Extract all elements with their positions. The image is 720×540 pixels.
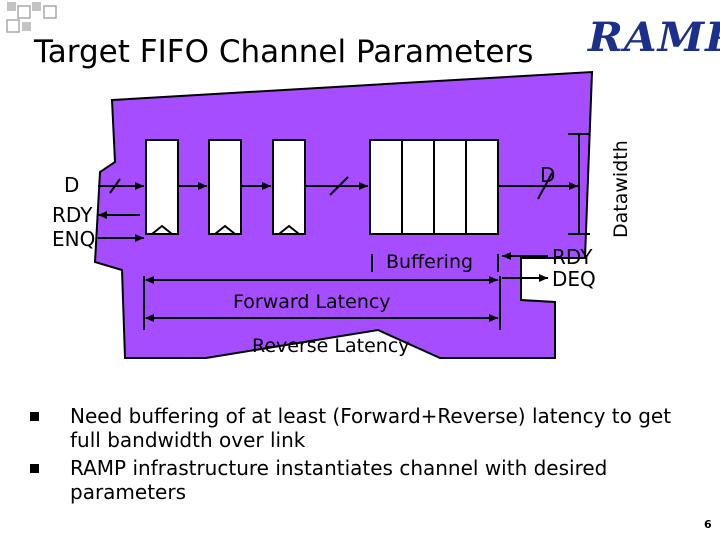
bus-slash bbox=[537, 172, 553, 200]
page-number: 6 bbox=[704, 518, 712, 531]
reverse-latency-label: Reverse Latency bbox=[252, 335, 410, 357]
decor-square bbox=[17, 5, 31, 19]
bus-slash bbox=[329, 176, 349, 196]
register-3 bbox=[272, 139, 306, 235]
right-deq-label: DEQ bbox=[552, 267, 596, 291]
decor-square bbox=[22, 22, 31, 31]
bullet-text: Need buffering of at least (Forward+Reve… bbox=[70, 404, 672, 452]
register-1 bbox=[145, 139, 179, 235]
decor-square bbox=[7, 2, 16, 11]
decor-square bbox=[43, 5, 57, 19]
bullet-text: RAMP infrastructure instantiates channel… bbox=[70, 456, 608, 504]
square-bullet-icon bbox=[30, 412, 39, 421]
slide-title: Target FIFO Channel Parameters bbox=[34, 34, 534, 70]
left-enq-label: ENQ bbox=[52, 227, 95, 251]
bullet-item: RAMP infrastructure instantiates channel… bbox=[26, 456, 706, 504]
right-rdy-label: RDY bbox=[552, 245, 593, 269]
datawidth-dimension bbox=[568, 133, 590, 235]
left-rdy-label: RDY bbox=[52, 203, 93, 227]
bus-slash bbox=[109, 178, 121, 194]
left-d-label: D bbox=[64, 173, 79, 197]
forward-latency-dimension bbox=[143, 276, 501, 330]
right-d-label: D bbox=[540, 163, 555, 187]
bullet-list: Need buffering of at least (Forward+Reve… bbox=[26, 404, 706, 508]
square-bullet-icon bbox=[30, 464, 39, 473]
corner-squares-decoration bbox=[6, 2, 57, 33]
datawidth-label: Datawidth bbox=[610, 140, 632, 238]
fifo-channel-diagram: D RDY ENQ D RDY DEQ Datawidth Buffering … bbox=[52, 70, 632, 359]
decor-square bbox=[32, 2, 41, 11]
bullet-item: Need buffering of at least (Forward+Reve… bbox=[26, 404, 706, 452]
forward-latency-label: Forward Latency bbox=[233, 291, 391, 313]
ramp-logo: RAMP bbox=[588, 14, 720, 61]
buffering-label: Buffering bbox=[386, 251, 473, 273]
buffering-bracket bbox=[371, 254, 499, 272]
buffering-block bbox=[369, 139, 499, 235]
register-2 bbox=[208, 139, 242, 235]
decor-square bbox=[6, 19, 20, 33]
